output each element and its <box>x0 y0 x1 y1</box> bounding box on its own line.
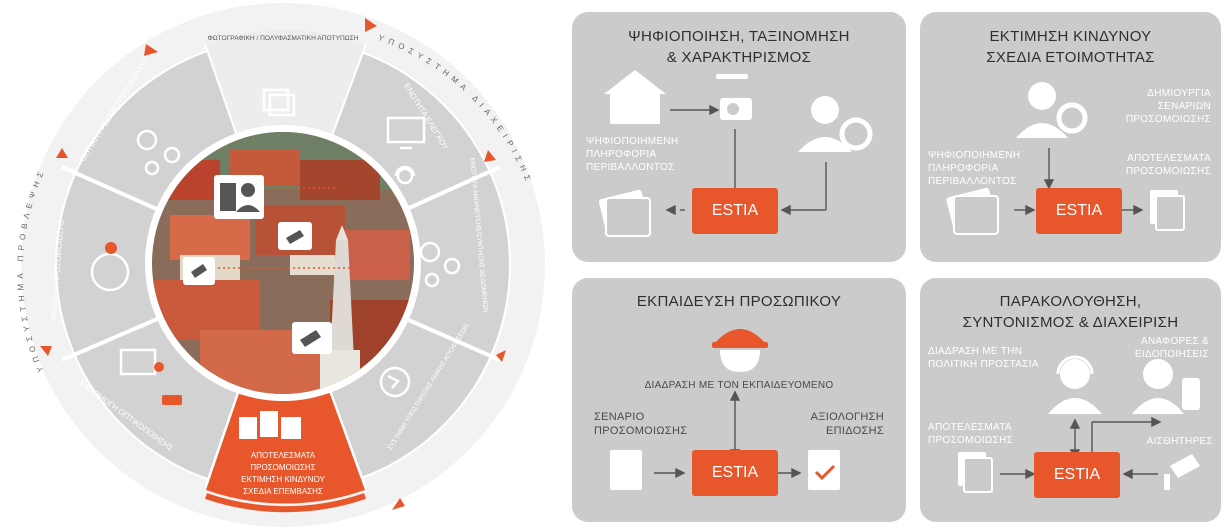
estia-box-training: ESTIA <box>692 450 778 496</box>
label-risk-env-2: ΠΛΗΡΟΦΟΡΙΑ <box>928 163 999 174</box>
fire-icon-bottomleft <box>154 362 164 372</box>
label-reports-1: ΑΝΑΦΟΡΕΣ & <box>1141 336 1209 347</box>
label-sensors: ΑΙΣΘΗΤΗΡΕΣ <box>1146 436 1213 447</box>
label-monitoring-results-2: ΠΡΟΣΟΜΟΙΩΣΗΣ <box>928 435 1014 446</box>
label-risk-results-1: ΑΠΟΤΕΛΕΣΜΑΤΑ <box>1127 153 1211 164</box>
system-wheel-diagram: ΦΩΤΟΓΡΑΦΙΚΗ / ΠΟΛΥΦΑΣΜΑΤΙΚΗ ΑΠΟΤΥΠΩΣΗ ΕΝ… <box>16 3 545 527</box>
panel-digitization-title-1: ΨΗΦΙΟΠΟΙΗΣΗ, ΤΑΞΙΝΟΜΗΣΗ <box>628 28 850 45</box>
monitor-icon <box>386 116 426 150</box>
label-civil-protection-2: ΠΟΛΙΤΙΚΗ ΠΡΟΣΤΑΣΙΑ <box>928 359 1039 370</box>
person-gear-icon-risk <box>1028 82 1056 110</box>
picture-icon <box>262 88 296 117</box>
label-risk-env-3: ΠΕΡΙΒΑΛΛΟΝΤΟΣ <box>928 176 1017 187</box>
document-icon-scenario <box>610 450 642 490</box>
person-phone-icon <box>1132 359 1200 414</box>
label-monitoring-results-1: ΑΠΟΤΕΛΕΣΜΑΤΑ <box>928 422 1012 433</box>
label-evaluation-2: ΕΠΙΔΟΣΗΣ <box>826 425 884 437</box>
evaluation-document-icon <box>808 450 840 490</box>
panel-monitoring: ΠΑΡΑΚΟΛΟΥΘΗΣΗ, ΣΥΝΤΟΝΙΣΜΟΣ & ΔΙΑΧΕΙΡΙΣΗ <box>920 278 1221 522</box>
segment-label-top-1: ΦΩΤΟΓΡΑΦΙΚΗ / ΠΟΛΥΦΑΣΜΑΤΙΚΗ ΑΠΟΤΥΠΩΣΗ <box>207 35 358 42</box>
ring-arrows <box>40 18 506 510</box>
label-digitized-env-2: ΠΛΗΡΟΦΟΡΙΑ <box>586 149 657 160</box>
estia-box-digitization: ESTIA <box>692 188 778 234</box>
results-icons-bottom <box>239 411 301 439</box>
estia-box-risk: ESTIA <box>1036 188 1122 234</box>
segment-label-bottom-1: ΑΠΟΤΕΛΕΣΜΑΤΑ <box>251 451 316 460</box>
label-civil-protection-1: ΔΙΑΔΡΑΣΗ ΜΕ ΤΗΝ <box>928 346 1023 357</box>
brain-icon <box>379 366 411 398</box>
panel-training: ΕΚΠΑΙΔΕΥΣΗ ΠΡΟΣΩΠΙΚΟΥ ΔΙΑΔΡΑΣΗ ΜΕ ΤΟΝ ΕΚ… <box>572 278 906 522</box>
gears-icon-right <box>419 241 461 288</box>
gears-icon-topleft <box>136 129 181 176</box>
sensor-camera-icon <box>1170 454 1200 478</box>
label-scenarios-2: ΣΕΝΑΡΙΩΝ <box>1157 101 1211 112</box>
panel-risk-title-1: ΕΚΤΙΜΗΣΗ ΚΙΝΔΥΝΟΥ <box>989 28 1152 45</box>
panel-training-graphics <box>610 329 840 490</box>
panel-monitoring-graphics <box>958 355 1200 493</box>
photo-overlay-icons <box>183 175 410 354</box>
panel-risk-graphics <box>946 82 1185 235</box>
house-icon <box>604 70 666 124</box>
drone-icon <box>716 74 748 79</box>
person-gear-icon <box>811 96 839 124</box>
label-reports-2: ΕΙΔΟΠΟΙΗΣΕΙΣ <box>1134 349 1209 360</box>
headset-operator-icon <box>1048 359 1102 414</box>
label-interaction-trainee: ΔΙΑΔΡΑΣΗ ΜΕ ΤΟΝ ΕΚΠΑΙΔΕΥΟΜΕΝΟ <box>644 380 834 391</box>
segment-label-bottom-3: ΕΚΤΙΜΗΣΗ ΚΙΝΔΥΝΟΥ <box>241 475 325 484</box>
label-risk-env-1: ΨΗΦΙΟΠΟΙΗΜΕΝΗ <box>928 150 1021 161</box>
segment-label-bottom-2: ΠΡΟΣΟΜΟΙΩΣΗΣ <box>250 463 315 472</box>
panel-digitization: ΨΗΦΙΟΠΟΙΗΣΗ, ΤΑΞΙΝΟΜΗΣΗ & ΧΑΡΑΚΤΗΡΙΣΜΟΣ … <box>572 12 906 262</box>
panel-monitoring-title-1: ΠΑΡΑΚΟΛΟΥΘΗΣΗ, <box>999 293 1142 310</box>
panel-risk: ΕΚΤΙΜΗΣΗ ΚΙΝΔΥΝΟΥ ΣΧΕΔΙΑ ΕΤΟΙΜΟΤΗΤΑΣ ΔΗΜ… <box>920 12 1221 262</box>
label-scenario-2: ΠΡΟΣΟΜΟΙΩΣΗΣ <box>594 425 688 437</box>
screen-fire-icon <box>119 348 157 376</box>
panel-monitoring-title-2: ΣΥΝΤΟΝΙΣΜΟΣ & ΔΙΑΧΕΙΡΙΣΗ <box>962 314 1179 331</box>
fire-icon-left <box>105 242 117 254</box>
trainee-helmet-icon <box>712 329 768 372</box>
estia-box-monitoring: ESTIA <box>1034 452 1120 498</box>
panel-digitization-title-2: & ΧΑΡΑΚΤΗΡΙΣΜΟΣ <box>666 49 812 66</box>
label-digitized-env-3: ΠΕΡΙΒΑΛΛΟΝΤΟΣ <box>586 162 675 173</box>
headset-icon <box>394 165 416 185</box>
label-evaluation-1: ΑΞΙΟΛΟΓΗΣΗ <box>810 411 884 423</box>
segment-label-bottom-4: ΣΧΕΔΙΑ ΕΠΕΜΒΑΣΗΣ <box>243 487 323 496</box>
label-digitized-env-1: ΨΗΦΙΟΠΟΙΗΜΕΝΗ <box>586 136 679 147</box>
panel-training-title: ΕΚΠΑΙΔΕΥΣΗ ΠΡΟΣΩΠΙΚΟΥ <box>636 293 842 310</box>
helmet-icon-bottomleft <box>162 395 182 405</box>
group-fire-icon <box>90 252 130 292</box>
label-risk-results-2: ΠΡΟΣΟΜΟΙΩΣΗΣ <box>1125 166 1211 177</box>
label-scenario-1: ΣΕΝΑΡΙΟ <box>594 411 645 423</box>
panel-risk-title-2: ΣΧΕΔΙΑ ΕΤΟΙΜΟΤΗΤΑΣ <box>986 49 1155 66</box>
panel-digitization-graphics <box>598 70 873 237</box>
label-scenarios-1: ΔΗΜΙΟΥΡΓΙΑ <box>1147 88 1211 99</box>
label-scenarios-3: ΠΡΟΣΟΜΟΙΩΣΗΣ <box>1125 114 1211 125</box>
